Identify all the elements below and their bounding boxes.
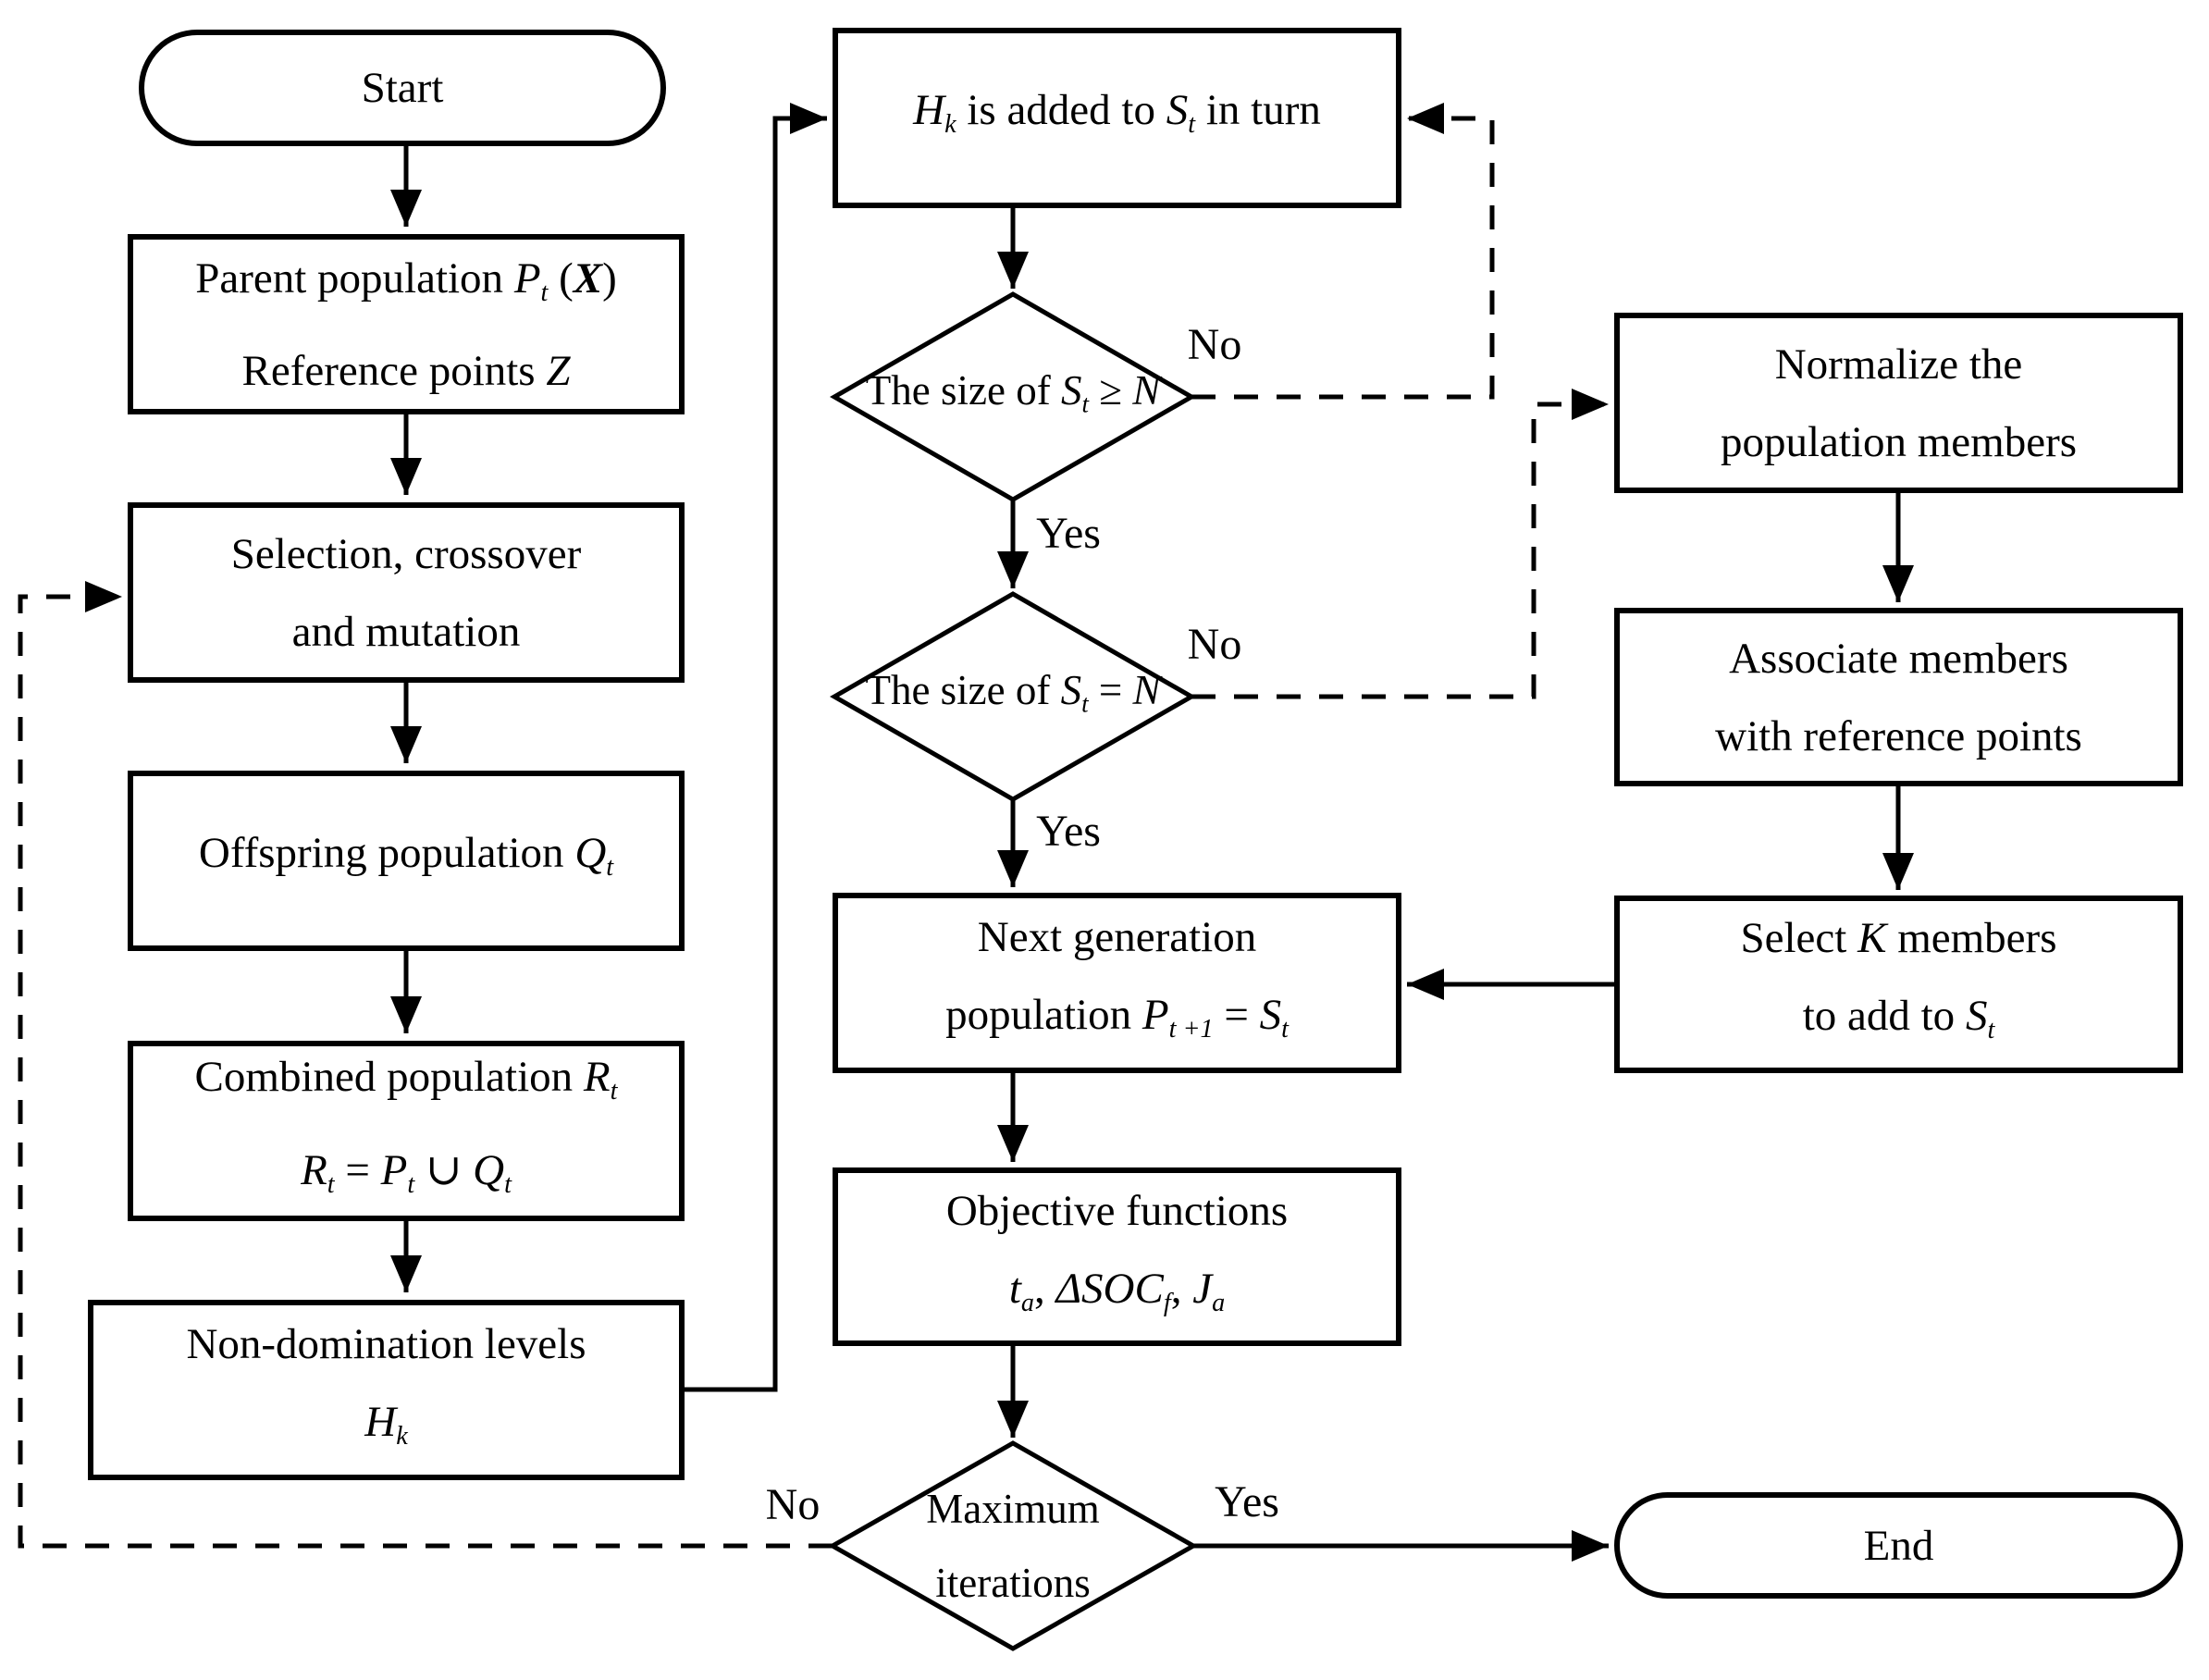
node-hk-added-label: Hk is added to St in turn <box>913 86 1321 140</box>
decision-size-ge-n-shape <box>829 291 1197 502</box>
node-offspring-population: Offspring population Qt <box>128 771 685 951</box>
node-parent-population-label: Parent population Pt (X)Reference points… <box>195 253 617 395</box>
decision-size-ge-n-label: The size of St ≥ N <box>865 366 1161 418</box>
edge-label-size-eq-n-yes: Yes <box>1036 807 1101 856</box>
edge-label-max-iterations-yes: Yes <box>1215 1477 1279 1526</box>
node-end: End <box>1614 1492 2183 1599</box>
edge-size-eq-n-no-to-normalize <box>1191 389 1609 699</box>
edge-size-ge-n-no-to-hk-added <box>1191 103 1495 400</box>
decision-size-eq-n-shape <box>829 591 1197 802</box>
edge-label-size-ge-n-yes: Yes <box>1036 509 1101 558</box>
node-start-label: Start <box>361 64 444 112</box>
decision-max-iterations-shape <box>827 1440 1199 1651</box>
node-start: Start <box>139 30 666 146</box>
decision-size-eq-n-label: The size of St = N <box>865 666 1161 718</box>
node-parent-population: Parent population Pt (X)Reference points… <box>128 234 685 414</box>
edge-label-size-ge-n-no: No <box>1187 320 1242 369</box>
node-offspring-population-label: Offspring population Qt <box>198 829 614 883</box>
edge-label-max-iterations-no: No <box>765 1480 821 1529</box>
edge-label-size-eq-n-no: No <box>1187 620 1242 669</box>
node-hk-added: Hk is added to St in turn <box>833 28 1401 208</box>
edge-nondomination-to-hk-added <box>685 103 827 1392</box>
edge-max-iterations-no-to-selection <box>18 581 833 1549</box>
node-end-label: End <box>1863 1521 1934 1570</box>
